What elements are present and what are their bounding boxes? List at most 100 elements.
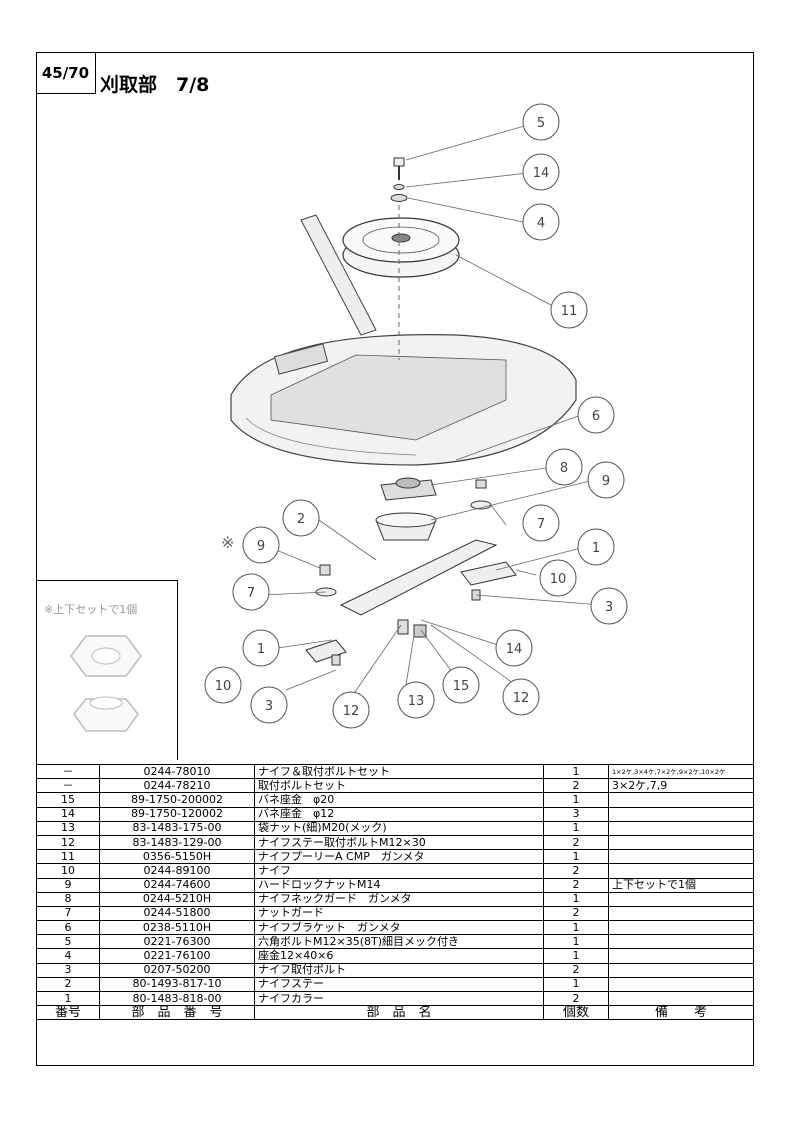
svg-text:4: 4 [537, 216, 545, 231]
callout-3-left: 3 [250, 686, 288, 724]
callout-10-left: 10 [204, 666, 242, 704]
cell-qty: 1 [543, 891, 609, 907]
cell-name: 取付ボルトセット [254, 778, 544, 794]
cell-name: ナイフプーリーA CMP ガンメタ [254, 849, 544, 865]
svg-text:5: 5 [537, 116, 545, 131]
cell-no: 11 [36, 849, 100, 865]
callout-9-right: 9 [587, 461, 625, 499]
callout-12-right: 12 [502, 678, 540, 716]
cell-part: 0244-5210H [99, 891, 255, 907]
cell-remark [608, 834, 754, 851]
callout-13: 13 [397, 681, 435, 719]
cell-part: 0244-51800 [99, 905, 255, 922]
cell-qty: 2 [543, 834, 609, 851]
svg-text:14: 14 [506, 642, 523, 657]
svg-text:7: 7 [247, 586, 255, 601]
cell-remark [608, 948, 754, 964]
cutting-deck [230, 334, 577, 466]
cell-part: 0221-76300 [99, 934, 255, 950]
svg-text:13: 13 [408, 694, 425, 709]
cell-qty: 1 [543, 976, 609, 993]
cell-qty: 1 [543, 792, 609, 808]
cell-remark [608, 792, 754, 808]
knife-stay [339, 539, 498, 616]
svg-text:10: 10 [550, 572, 567, 587]
svg-text:15: 15 [453, 679, 470, 694]
top-bolt [390, 157, 408, 202]
svg-text:12: 12 [343, 704, 360, 719]
neck-guard [375, 512, 437, 541]
cell-name: 座金12×40×6 [254, 948, 544, 964]
cell-no: 10 [36, 863, 100, 879]
asterisk-mark: ※ [221, 533, 234, 552]
callout-11: 11 [550, 291, 588, 329]
cell-qty: 1 [543, 820, 609, 836]
cell-remark: 1×2ケ,3×4ケ,7×2ケ,9×2ケ,10×2ケ [608, 763, 754, 780]
cell-no: 12 [36, 834, 100, 851]
cell-remark [608, 990, 754, 1007]
cell-no: 13 [36, 820, 100, 836]
column-header: 番号 [36, 1005, 100, 1021]
cell-remark [608, 806, 754, 822]
cell-part: 89-1750-120002 [99, 806, 255, 822]
exploded-diagram: 5 14 4 11 6 8 9 2 9 7 1 10 7 1 3 14 10 3… [204, 103, 628, 729]
callout-15: 15 [442, 666, 480, 704]
cell-remark: 上下セットで1個 [608, 877, 754, 893]
cell-qty: 2 [543, 877, 609, 893]
table-header-row: 番号部 品 番 号部 品 名個数備 考 [36, 1005, 754, 1021]
callout-1-right: 1 [577, 528, 615, 566]
page-number: 45/70 [36, 52, 96, 94]
cell-part: 0244-78010 [99, 763, 255, 780]
callout-5: 5 [522, 103, 560, 141]
cell-part: 0207-50200 [99, 962, 255, 978]
svg-text:7: 7 [537, 517, 545, 532]
cell-remark [608, 962, 754, 978]
leader-lines [263, 124, 602, 706]
cell-name: ナットガード [254, 905, 544, 922]
column-header: 部 品 名 [254, 1005, 544, 1021]
cell-name: ナイフステー取付ボルトM12×30 [254, 834, 544, 851]
svg-text:8: 8 [560, 461, 568, 476]
cell-part: 0221-76100 [99, 948, 255, 964]
cell-qty: 2 [543, 863, 609, 879]
mounting-arm [273, 214, 377, 375]
svg-text:10: 10 [215, 679, 232, 694]
callout-8: 8 [545, 448, 583, 486]
callout-10-right: 10 [539, 559, 577, 597]
knife-bracket [380, 477, 437, 501]
svg-text:9: 9 [602, 474, 610, 489]
cell-no: 2 [36, 976, 100, 993]
cell-name: ナイフ [254, 863, 544, 879]
svg-text:11: 11 [561, 304, 578, 319]
cell-remark [608, 891, 754, 907]
column-header: 備 考 [608, 1005, 754, 1021]
callout-3-right: 3 [590, 587, 628, 625]
cell-no: 8 [36, 891, 100, 907]
svg-text:3: 3 [605, 600, 613, 615]
svg-text:14: 14 [533, 166, 550, 181]
cell-qty: 1 [543, 763, 609, 780]
callout-14-top: 14 [522, 153, 560, 191]
cell-remark [608, 905, 754, 922]
cell-qty: 2 [543, 962, 609, 978]
cell-qty: 2 [543, 778, 609, 794]
svg-text:1: 1 [592, 541, 600, 556]
callout-2: 2 [282, 499, 320, 537]
cell-no: 4 [36, 948, 100, 964]
cell-name: ハードロックナットM14 [254, 877, 544, 893]
cell-qty: 1 [543, 934, 609, 950]
page-title: 刈取部 7/8 [100, 74, 210, 96]
